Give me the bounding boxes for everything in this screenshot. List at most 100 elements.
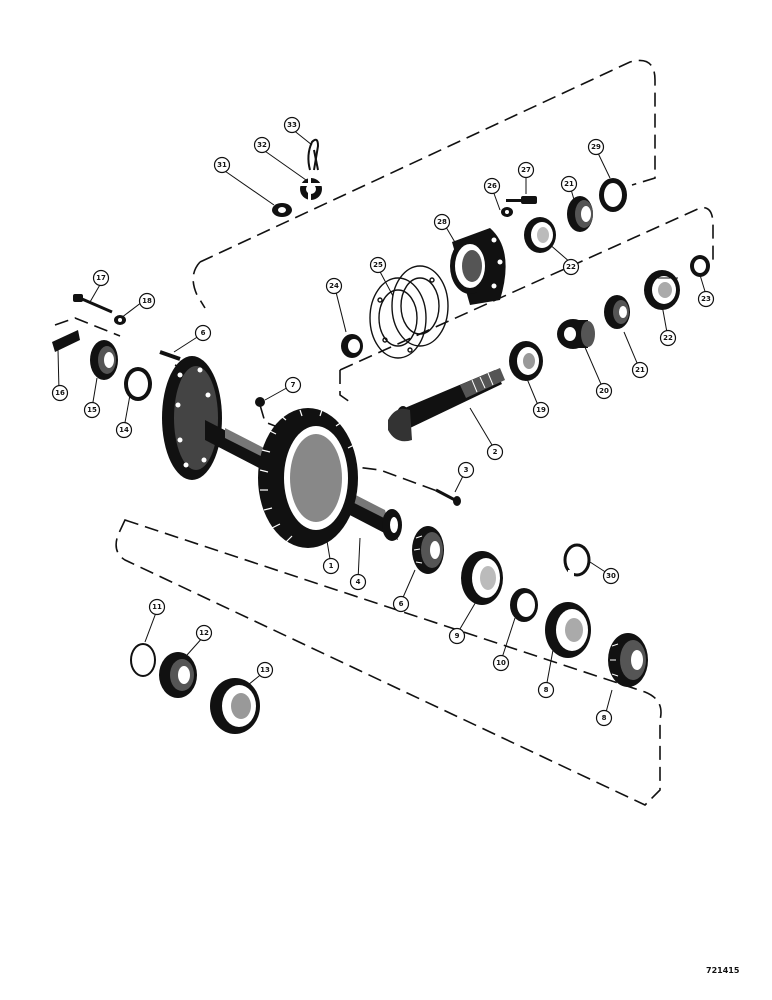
bearing-cone-part-21-upper [567, 196, 593, 232]
callout-7: 7 [284, 376, 302, 394]
callout-14: 14 [115, 421, 133, 439]
svg-text:16: 16 [55, 389, 65, 397]
spacer-ring-part-10 [510, 588, 538, 622]
svg-text:10: 10 [496, 659, 506, 667]
washer-part-31 [272, 203, 292, 217]
ring-gear-part-4 [258, 408, 358, 548]
callout-15: 15 [83, 401, 101, 419]
callout-16: 16 [51, 384, 69, 402]
svg-text:31: 31 [217, 161, 227, 169]
bearing-cup-part-8 [545, 602, 591, 658]
pinion-shaft-part-2 [388, 368, 505, 442]
callout-17: 17 [92, 269, 110, 287]
bearing-cup-part-22-upper [524, 217, 556, 253]
lock-washer-part-26 [501, 207, 513, 217]
svg-text:3: 3 [464, 466, 469, 474]
callout-2: 2 [486, 443, 504, 461]
svg-text:18: 18 [142, 297, 152, 305]
callout-22-right: 22 [659, 329, 677, 347]
bearing-cup-part-9 [461, 551, 503, 605]
upper-group-outline [199, 59, 656, 263]
svg-text:28: 28 [437, 218, 447, 226]
svg-text:19: 19 [536, 406, 546, 414]
svg-text:23: 23 [701, 295, 711, 303]
callout-29: 29 [587, 138, 605, 156]
callout-8-upper: 8 [537, 681, 555, 699]
callout-27: 27 [517, 161, 535, 179]
bolt-part-17 [73, 294, 113, 314]
link-7-outline [259, 404, 291, 433]
svg-text:27: 27 [521, 166, 531, 174]
seal-part-24 [341, 334, 363, 358]
cotter-pin-part-33 [307, 138, 320, 171]
svg-text:15: 15 [87, 406, 97, 414]
bearing-cone-part-6-right [608, 633, 648, 687]
bearing-cup-part-13 [210, 678, 260, 734]
svg-text:8: 8 [602, 714, 607, 722]
svg-text:29: 29 [591, 143, 601, 151]
lock-washer-part-18 [114, 315, 126, 325]
callout-20: 20 [595, 382, 613, 400]
callout-6-upper: 6 [194, 324, 212, 342]
callout-25: 25 [369, 256, 387, 274]
callout-10: 10 [492, 654, 510, 672]
callout-19: 19 [532, 401, 550, 419]
svg-text:33: 33 [287, 121, 297, 129]
callout-31: 31 [213, 156, 231, 174]
bearing-cone-part-6-middle [412, 526, 444, 574]
callout-4: 4 [349, 573, 367, 591]
group-outlines [54, 59, 714, 806]
bolt-part-3 [435, 488, 461, 506]
snap-ring-part-23 [690, 255, 710, 277]
svg-text:17: 17 [96, 274, 106, 282]
callout-3: 3 [457, 461, 475, 479]
svg-text:26: 26 [487, 182, 497, 190]
carrier-housing-part-28 [450, 228, 506, 305]
svg-text:8: 8 [544, 686, 549, 694]
callout-22-upper: 22 [562, 258, 580, 276]
svg-text:12: 12 [199, 629, 209, 637]
callout-12: 12 [195, 624, 213, 642]
callout-9: 9 [448, 627, 466, 645]
callout-33: 33 [283, 116, 301, 134]
callout-18: 18 [138, 292, 156, 310]
svg-text:30: 30 [606, 572, 616, 580]
svg-text:6: 6 [399, 600, 404, 608]
svg-text:2: 2 [493, 448, 498, 456]
callout-11: 11 [148, 598, 166, 616]
o-ring-part-11 [130, 643, 156, 677]
link-18-outline [54, 317, 121, 337]
callout-21-upper: 21 [560, 175, 578, 193]
snap-ring-part-30 [563, 543, 591, 577]
seal-ring-part-29 [599, 178, 627, 212]
svg-text:13: 13 [260, 666, 270, 674]
bearing-cone-part-12 [159, 652, 197, 698]
callout-28: 28 [433, 213, 451, 231]
ring-part-14 [124, 367, 152, 401]
svg-text:11: 11 [152, 603, 162, 611]
callout-26: 26 [483, 177, 501, 195]
svg-text:20: 20 [599, 387, 609, 395]
svg-text:25: 25 [373, 261, 383, 269]
svg-text:7: 7 [291, 381, 296, 389]
middle-group-outline [339, 206, 714, 371]
svg-text:32: 32 [257, 141, 267, 149]
callout-32: 32 [253, 136, 271, 154]
pin-part-6-upper [159, 350, 181, 361]
gasket-part-25 [369, 265, 449, 359]
plug-part-7 [255, 397, 265, 407]
svg-text:22: 22 [663, 334, 673, 342]
lower-group-outline [115, 519, 662, 806]
callout-1: 1 [322, 557, 340, 575]
lock-plate-part-16 [52, 330, 80, 352]
svg-text:9: 9 [455, 632, 460, 640]
callout-21-right: 21 [631, 361, 649, 379]
svg-text:21: 21 [635, 366, 645, 374]
callout-6-middle: 6 [392, 595, 410, 613]
callout-24: 24 [325, 277, 343, 295]
bearing-cup-part-19 [509, 341, 543, 381]
svg-text:1: 1 [329, 562, 334, 570]
upper-group-outline-left [192, 261, 206, 309]
svg-text:14: 14 [119, 426, 129, 434]
callout-13: 13 [256, 661, 274, 679]
